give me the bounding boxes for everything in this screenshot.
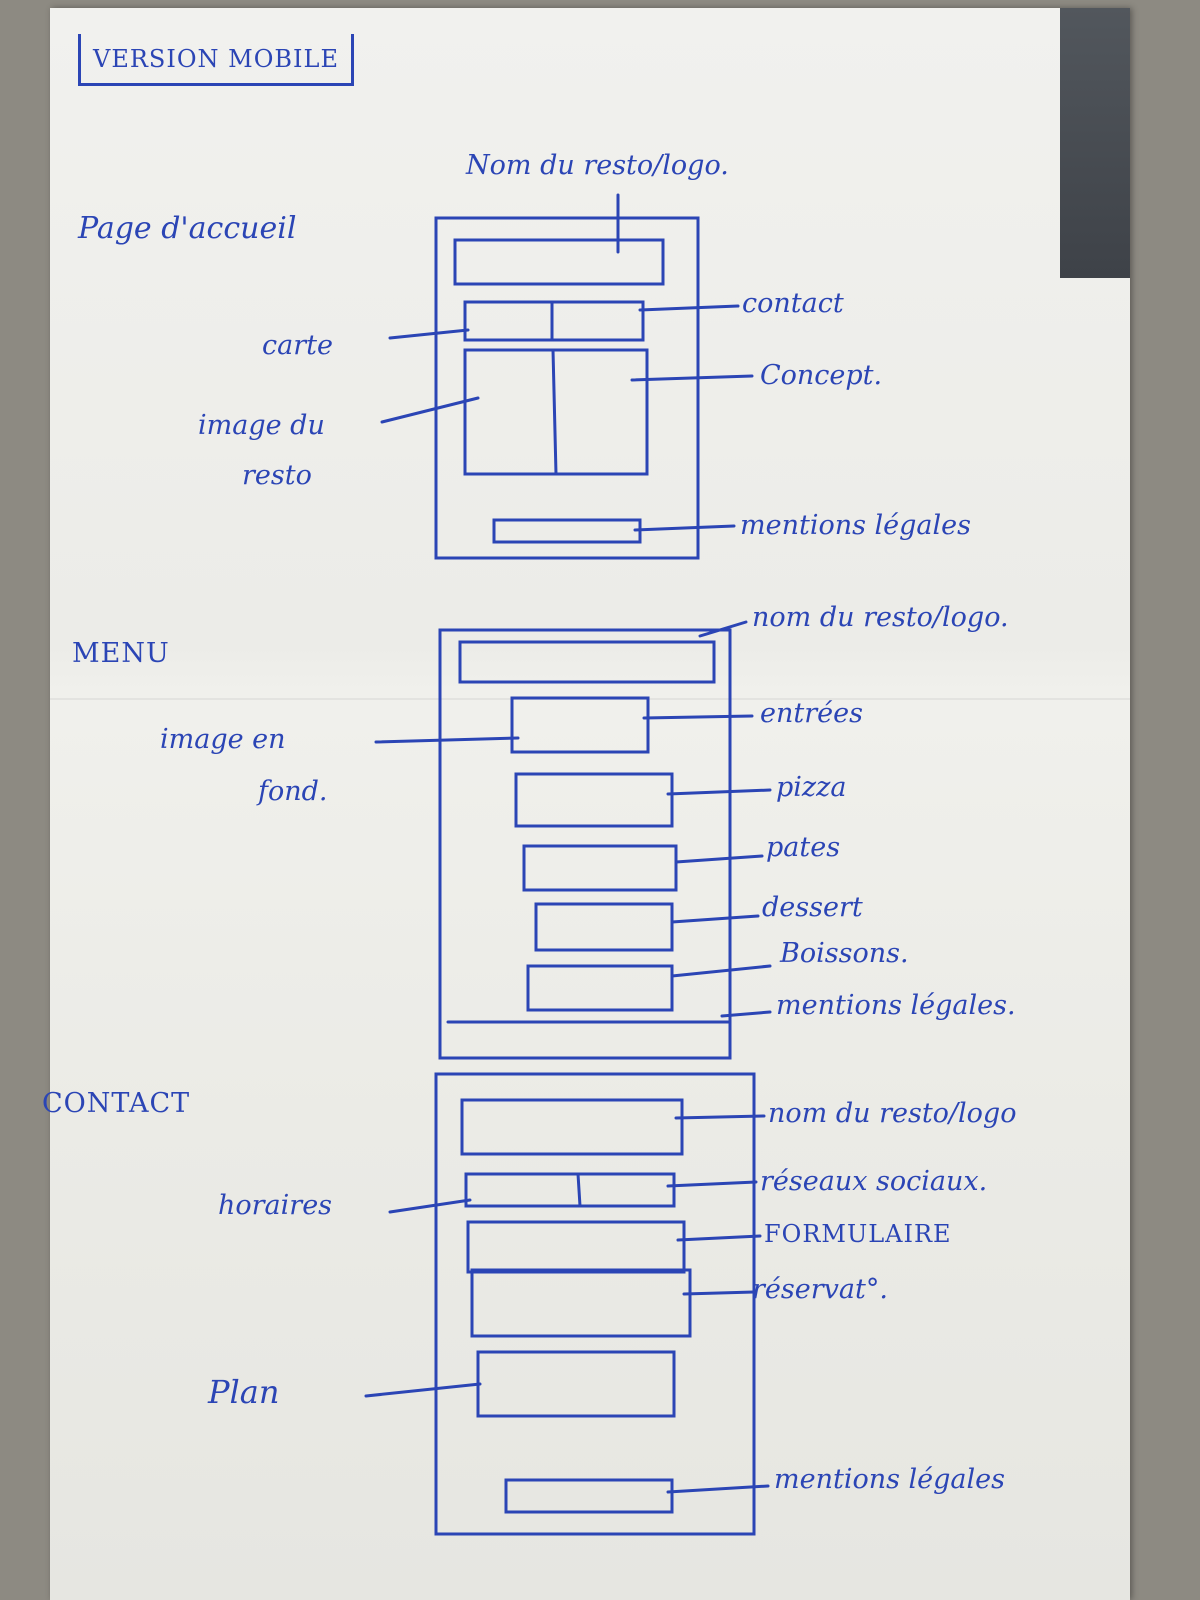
home-phone-frame [434,216,700,560]
contact-logo-bar [460,1098,684,1156]
contact-label-plan: Plan [208,1373,280,1411]
menu-pates-leader [674,854,764,864]
home-label-logo: Nom du resto/logo. [466,150,729,181]
menu-label-entrees: entrées [760,698,863,729]
home-carte-leader [388,328,470,340]
menu-item-entrees-box [510,696,650,754]
sketch-title-text: VERSION MOBILE [93,44,339,73]
menu-heading: MENU [72,638,170,669]
home-contact-leader [638,304,740,312]
home-label-image-2: resto [242,460,312,491]
contact-heading: CONTACT [42,1088,191,1119]
contact-hours-social-bar [464,1172,676,1208]
contact-social-leader [666,1180,758,1188]
contact-hours-divider [576,1172,582,1208]
contact-resa-leader [682,1290,756,1296]
menu-item-pates-box [522,844,678,892]
menu-item-boissons-box [526,964,674,1012]
home-heading: Page d'accueil [78,211,297,246]
menu-logo-bar [458,640,716,684]
menu-label-dessert: dessert [762,892,863,923]
menu-image-leader [374,736,520,744]
home-label-legal: mentions légales [740,510,972,541]
home-nav-bar [463,300,645,342]
contact-label-form: FORMULAIRE [764,1220,952,1248]
home-image-leader [380,396,480,424]
menu-label-logo: nom du resto/logo. [752,602,1009,633]
contact-wireframe [364,1072,770,1536]
contact-resa-box [470,1268,692,1338]
desk-corner [1060,8,1130,278]
contact-label-horaires: horaires [218,1190,333,1221]
menu-label-image-2: fond. [258,776,328,807]
contact-legal-leader [666,1484,770,1494]
contact-plan-leader [364,1382,482,1398]
menu-pizza-leader [666,788,772,796]
contact-phone-frame [434,1072,756,1536]
contact-logo-leader [674,1114,766,1120]
contact-label-resa: réservat°. [752,1274,888,1305]
sketch-title: VERSION MOBILE [78,34,354,86]
home-wireframe [380,193,754,560]
menu-dessert-leader [670,914,760,924]
contact-horaires-leader [388,1198,472,1214]
menu-label-legal: mentions légales. [776,990,1016,1021]
home-label-contact: contact [742,288,844,319]
home-label-concept: Concept. [760,360,883,391]
contact-label-logo: nom du resto/logo [768,1098,1017,1129]
menu-label-pates: pates [766,832,841,863]
menu-label-pizza: pizza [776,772,847,803]
home-footer-bar [492,518,642,544]
menu-wireframe [374,620,772,1060]
contact-form-box [466,1220,686,1274]
menu-label-image: image en [160,724,286,755]
home-content-divider [551,348,558,476]
menu-legal-leader [720,1010,772,1018]
contact-footer-bar [504,1478,674,1514]
menu-item-pizza-box [514,772,674,828]
menu-logo-leader [698,620,748,638]
menu-entrees-leader [642,714,754,720]
home-legal-leader [633,524,736,532]
contact-map-box [476,1350,676,1418]
contact-form-leader [676,1234,762,1242]
contact-label-social: réseaux sociaux. [760,1166,988,1197]
home-label-image: image du [198,410,325,441]
menu-boissons-leader [670,964,772,978]
home-label-carte: carte [262,330,333,361]
menu-label-boissons: Boissons. [780,938,909,969]
contact-label-legal: mentions légales [774,1464,1006,1495]
menu-phone-frame [438,628,732,1060]
menu-item-dessert-box [534,902,674,952]
home-concept-leader [630,374,754,382]
home-logo-bar [453,238,665,286]
